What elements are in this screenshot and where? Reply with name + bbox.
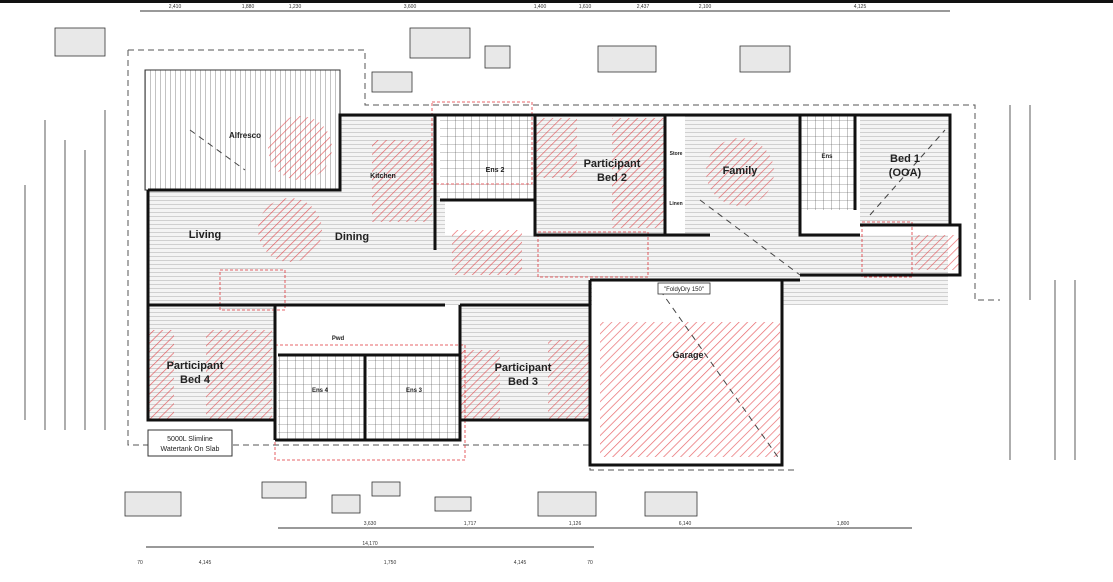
room-label-kitchen: Kitchen: [370, 173, 396, 180]
svg-text:1,750: 1,750: [384, 560, 397, 566]
svg-text:3,630: 3,630: [364, 521, 377, 527]
room-label-bed3-line2: Bed 3: [508, 376, 538, 388]
svg-text:4,125: 4,125: [854, 4, 867, 10]
svg-text:1,880: 1,880: [242, 4, 255, 10]
svg-text:14,170: 14,170: [362, 541, 378, 547]
svg-text:2,100: 2,100: [699, 4, 712, 10]
svg-text:1,126: 1,126: [569, 521, 582, 527]
svg-text:3,600: 3,600: [404, 4, 417, 10]
svg-text:2,437: 2,437: [637, 4, 650, 10]
room-label-bed4: Participant: [167, 360, 224, 372]
room-label-living: Living: [189, 229, 221, 241]
room-label-ens2: Ens 2: [486, 167, 505, 174]
bottom-dimension-lines: 3,630 1,717 1,126 6,140 1,800 14,170 70 …: [137, 521, 912, 566]
room-label-bed1-line2: (OOA): [889, 167, 922, 179]
room-label-bed1: Bed 1: [890, 153, 920, 165]
room-label-bed2: Participant: [584, 158, 641, 170]
room-label-alfresco: Alfresco: [229, 131, 261, 140]
clothesline-note: "FoldyDry 150": [657, 282, 711, 295]
room-label-ens4: Ens 4: [312, 388, 329, 394]
svg-text:4,145: 4,145: [199, 560, 212, 566]
svg-text:70: 70: [137, 560, 143, 566]
top-dimension-line: 2,410 1,880 1,230 3,600 1,400 1,610 2,43…: [140, 4, 950, 12]
room-label-bed2-line2: Bed 2: [597, 172, 627, 184]
svg-text:Watertank On Slab: Watertank On Slab: [161, 446, 220, 453]
clearance-zones: [148, 101, 960, 461]
svg-text:1,717: 1,717: [464, 521, 477, 527]
svg-text:1,230: 1,230: [289, 4, 302, 10]
ens4-tiles: [278, 355, 365, 440]
roof-outline: [127, 49, 1000, 471]
svg-text:5000L Slimline: 5000L Slimline: [167, 436, 213, 443]
ens2-tiles: [440, 115, 535, 200]
room-label-family: Family: [723, 165, 759, 177]
svg-text:1,400: 1,400: [534, 4, 547, 10]
svg-text:1,610: 1,610: [579, 4, 592, 10]
room-label-dining: Dining: [335, 231, 369, 243]
svg-text:"FoldyDry 150": "FoldyDry 150": [664, 287, 704, 293]
walls: [146, 113, 962, 467]
svg-text:4,145: 4,145: [514, 560, 527, 566]
bed1-area: [860, 115, 950, 225]
svg-text:70: 70: [587, 560, 593, 566]
diagonal-roof-lines: [189, 129, 946, 461]
room-label-pwd: Pwd: [332, 336, 345, 342]
ens1-tiles: [800, 115, 855, 210]
callout-boxes: [54, 27, 791, 517]
watertank-note: 5000L Slimline Watertank On Slab: [147, 429, 233, 457]
svg-text:1,800: 1,800: [837, 521, 850, 527]
room-label-store: Store: [670, 151, 683, 157]
room-label-ens1: Ens: [821, 154, 833, 160]
svg-text:6,140: 6,140: [679, 521, 692, 527]
room-label-bed4-line2: Bed 4: [180, 374, 211, 386]
room-label-garage: Garage: [672, 350, 703, 360]
svg-text:2,410: 2,410: [169, 4, 182, 10]
side-dimension-lines: [24, 105, 1076, 460]
room-label-bed3: Participant: [495, 362, 552, 374]
room-label-linen: Linen: [669, 201, 682, 207]
ens3-tiles: [368, 355, 460, 440]
top-border: [0, 0, 1113, 3]
room-label-ens3: Ens 3: [406, 388, 423, 394]
